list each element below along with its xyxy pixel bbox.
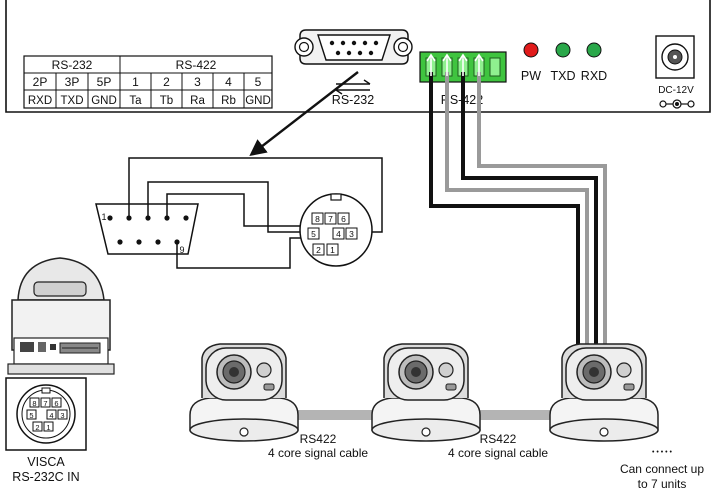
ptz-camera-3 <box>549 343 659 442</box>
pin-cell: 4 <box>225 75 232 89</box>
db9-pin-1-label: 1 <box>101 212 106 222</box>
more-units-ellipsis: • • • • • <box>652 449 673 456</box>
pin-cell: 5P <box>97 75 112 89</box>
more-units-label-line2: to 7 units <box>638 477 687 491</box>
txd-led-label: TXD <box>551 69 576 83</box>
mini-din-pin-label: 5 <box>311 229 316 239</box>
visca-pin-label: 2 <box>35 423 39 432</box>
visca-pin-label: 5 <box>29 411 33 420</box>
db9-port <box>294 29 413 65</box>
rs422-wires-to-camera <box>429 72 607 345</box>
mini-din-pin-label: 8 <box>315 214 320 224</box>
power-led-icon <box>523 42 539 58</box>
pin-cell: 3 <box>194 75 201 89</box>
pin-table: RS-232 RS-422 2P 3P 5P 1 2 3 4 5 RXD TXD… <box>23 55 273 109</box>
db9-pointer-arrow <box>249 71 359 157</box>
signal-cell: GND <box>245 95 271 107</box>
txd-led-icon <box>555 42 571 58</box>
db9-pin-9-label: 9 <box>179 245 184 255</box>
visca-label: VISCA <box>27 455 65 469</box>
polarity-symbol-icon <box>659 99 695 109</box>
terminal-arrows <box>426 53 484 76</box>
visca-pin-label: 7 <box>43 399 47 408</box>
camera-rear-view <box>7 257 115 375</box>
mini-din-pin-label: 7 <box>328 214 333 224</box>
visca-pin-label: 8 <box>32 399 36 408</box>
mini-din-pin-label: 4 <box>336 229 341 239</box>
dc-jack-label: DC-12V <box>658 85 694 96</box>
visca-pin-label: 3 <box>60 411 64 420</box>
visca-pin-label: 4 <box>49 411 53 420</box>
rxd-led-icon <box>586 42 602 58</box>
visca-port-label: RS-232C IN <box>12 470 79 484</box>
ptz-camera-1 <box>189 343 299 442</box>
cable-2-desc-label: 4 core signal cable <box>448 446 548 460</box>
signal-cell: Ra <box>190 95 205 107</box>
daisy-chain-cable-1 <box>290 410 376 420</box>
mini-din-pin-label: 1 <box>330 245 335 255</box>
mini-din-connector-detail <box>299 193 373 267</box>
daisy-chain-cable-2 <box>470 410 550 420</box>
mini-din-pin-label: 6 <box>341 214 346 224</box>
cable-2-type-label: RS422 <box>480 432 517 446</box>
dc-power-jack-icon <box>655 35 695 79</box>
visca-pin-label: 1 <box>46 423 50 432</box>
signal-cell: RXD <box>28 95 52 107</box>
cable-1-type-label: RS422 <box>300 432 337 446</box>
rxd-led-label: RXD <box>581 69 607 83</box>
db9-port-label: RS-232 <box>332 93 374 107</box>
signal-cell: Rb <box>221 95 236 107</box>
pin-cell: 3P <box>65 75 80 89</box>
pin-cell: 1 <box>132 75 139 89</box>
db9-connector-detail <box>95 203 199 255</box>
pin-cell: 2P <box>33 75 48 89</box>
power-led-label: PW <box>521 69 541 83</box>
mini-din-pin-label: 3 <box>349 229 354 239</box>
mini-din-pin-label: 2 <box>316 245 321 255</box>
rs232-table-header: RS-232 <box>52 58 93 72</box>
bidirectional-arrow-icon <box>335 79 371 95</box>
rs422-table-header: RS-422 <box>176 58 217 72</box>
pin-cell: 2 <box>163 75 170 89</box>
cable-1-desc-label: 4 core signal cable <box>268 446 368 460</box>
visca-pin-label: 6 <box>54 399 58 408</box>
signal-cell: GND <box>91 95 117 107</box>
signal-cell: Ta <box>129 95 142 107</box>
pin-cell: 5 <box>255 75 262 89</box>
signal-cell: TXD <box>61 95 84 107</box>
more-units-label-line1: Can connect up <box>620 462 704 476</box>
visca-port-closeup <box>5 377 87 451</box>
ptz-camera-2 <box>371 343 481 442</box>
device-panel-outline <box>5 0 711 113</box>
signal-cell: Tb <box>160 95 173 107</box>
